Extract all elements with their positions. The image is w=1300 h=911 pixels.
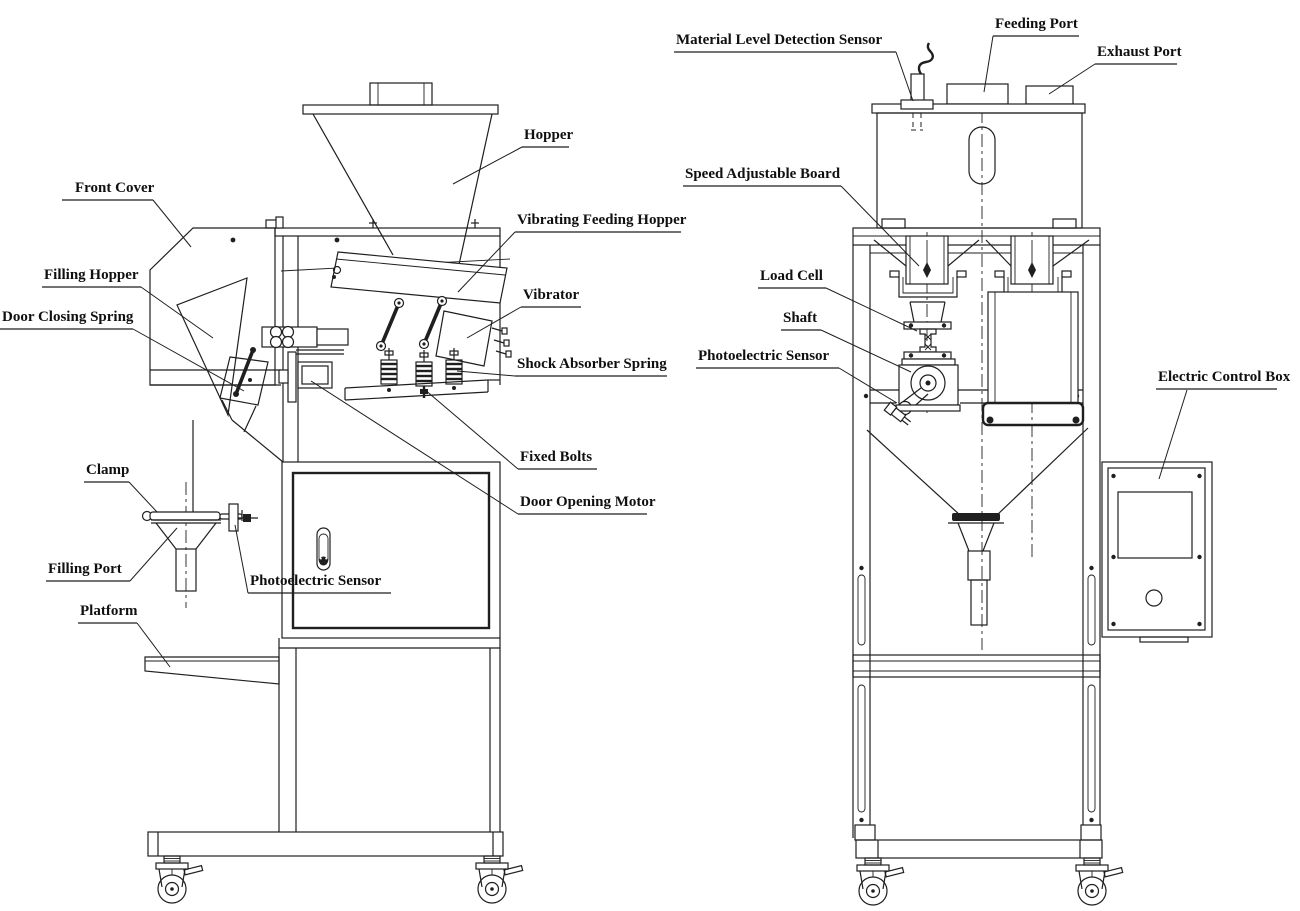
base-right: [854, 824, 1124, 906]
vibrating-feeding-hopper-shape: [280, 251, 511, 304]
control-button: [1145, 589, 1163, 607]
platform-shape: [144, 656, 280, 685]
crossbar: [852, 654, 1101, 678]
label-text: Material Level Detection Sensor: [676, 32, 883, 48]
label-speed-adjustable-board: Speed Adjustable Board: [683, 166, 920, 267]
load-cell-shape: [903, 301, 952, 360]
photoelectric-sensor-side-shape: [228, 503, 258, 532]
label-text: Feeding Port: [995, 16, 1078, 32]
right-box: [981, 291, 1085, 427]
frame: [852, 218, 1101, 838]
weigh-funnel: [866, 427, 1089, 626]
label-platform: Platform: [78, 603, 171, 668]
label-fixed-bolts: Fixed Bolts: [423, 388, 597, 470]
filling-hopper-shape: [176, 277, 284, 463]
label-text: Electric Control Box: [1158, 369, 1291, 385]
material-level-sensor-shape: [900, 42, 934, 131]
control-screen: [1117, 491, 1193, 559]
cabinet: [278, 461, 501, 832]
label-text: Front Cover: [75, 180, 155, 196]
shock-absorber-springs: [379, 348, 464, 398]
label-load-cell: Load Cell: [758, 268, 918, 332]
tank: [871, 83, 1086, 229]
label-feeding-port: Feeding Port: [983, 16, 1079, 93]
label-text: Clamp: [86, 462, 129, 478]
label-door-opening-motor: Door Opening Motor: [310, 380, 656, 515]
label-shock-absorber-spring: Shock Absorber Spring: [456, 356, 667, 377]
pivot-clover: [261, 325, 349, 349]
label-text: Door Closing Spring: [2, 309, 134, 325]
label-clamp: Clamp: [84, 462, 158, 513]
label-text: Hopper: [524, 127, 574, 143]
label-shaft: Shaft: [781, 310, 912, 373]
label-text: Vibrator: [523, 287, 579, 303]
label-vibrator: Vibrator: [466, 287, 581, 339]
label-text: Load Cell: [760, 268, 823, 284]
label-photoelectric-sensor-side: Photoelectric Sensor: [234, 524, 391, 594]
label-text: Photoelectric Sensor: [698, 348, 830, 364]
labels: Front Cover Filling Hopper Door Closing …: [0, 16, 1291, 668]
shaft-assembly: [895, 358, 961, 416]
feed-chutes: [873, 235, 1090, 298]
label-text: Door Opening Motor: [520, 494, 656, 510]
label-text: Shaft: [783, 310, 817, 326]
hopper-shape: [302, 82, 499, 293]
clamp-filling-port: [141, 420, 243, 608]
label-text: Vibrating Feeding Hopper: [517, 212, 687, 228]
label-material-level-detection-sensor: Material Level Detection Sensor: [674, 32, 914, 102]
label-text: Photoelectric Sensor: [250, 573, 382, 589]
base-left: [147, 831, 524, 904]
leg-slots: [857, 565, 1096, 823]
label-text: Speed Adjustable Board: [685, 166, 841, 182]
label-text: Filling Port: [48, 561, 122, 577]
front-cover-shape: [149, 227, 340, 386]
label-text: Platform: [80, 603, 138, 619]
tray-struts: [375, 295, 448, 352]
side-view: [141, 82, 524, 904]
electric-control-box-shape: [1101, 461, 1213, 643]
label-vibrating-feeding-hopper: Vibrating Feeding Hopper: [457, 212, 687, 293]
photoelectric-sensor-front-shape: [883, 401, 912, 426]
label-text: Exhaust Port: [1097, 44, 1182, 60]
door-opening-motor-shape: [278, 349, 344, 403]
frame-column: [282, 236, 299, 462]
label-door-closing-spring: Door Closing Spring: [0, 309, 245, 392]
label-text: Shock Absorber Spring: [517, 356, 667, 372]
label-electric-control-box: Electric Control Box: [1156, 369, 1291, 480]
label-photoelectric-sensor-front: Photoelectric Sensor: [696, 348, 898, 404]
label-text: Filling Hopper: [44, 267, 139, 283]
label-front-cover: Front Cover: [62, 180, 192, 248]
label-filling-port: Filling Port: [46, 527, 178, 582]
label-text: Fixed Bolts: [520, 449, 592, 465]
label-exhaust-port: Exhaust Port: [1048, 44, 1182, 95]
label-filling-hopper: Filling Hopper: [42, 267, 214, 339]
label-hopper: Hopper: [452, 127, 574, 185]
front-view: [852, 42, 1213, 906]
